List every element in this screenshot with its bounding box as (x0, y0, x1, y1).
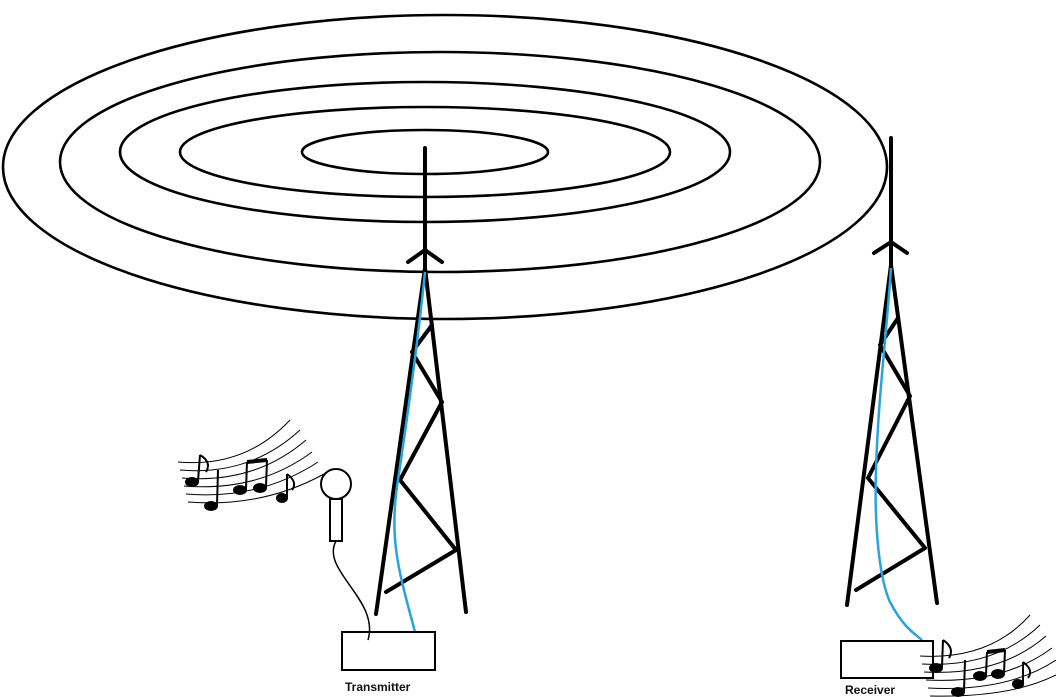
radio-wave-rings (1, 13, 889, 321)
radio-wave-ring-4 (58, 50, 822, 274)
transmitter-tower (374, 146, 468, 616)
receiver-tower-left-leg (845, 263, 893, 607)
receiver-box (840, 640, 934, 679)
receiver-cable (874, 267, 923, 641)
transmitter-label: Transmitter (345, 680, 411, 694)
receiver-tower (845, 136, 939, 607)
receiver-antenna-tip (872, 240, 909, 255)
music-notes-icon-receiver (919, 614, 1056, 697)
transmitter-cable (393, 271, 427, 633)
receiver-tower-right-leg (889, 263, 939, 605)
transmitter-box (341, 631, 436, 671)
receiver-tower-bracing (854, 316, 927, 592)
music-notes-icon (177, 419, 325, 511)
transmitter-antenna-tip (406, 248, 444, 264)
microphone-icon (320, 468, 371, 641)
transmitter-tower-left-leg (374, 266, 427, 616)
receiver-label: Receiver (845, 683, 896, 697)
radio-wave-ring-5 (1, 13, 889, 321)
